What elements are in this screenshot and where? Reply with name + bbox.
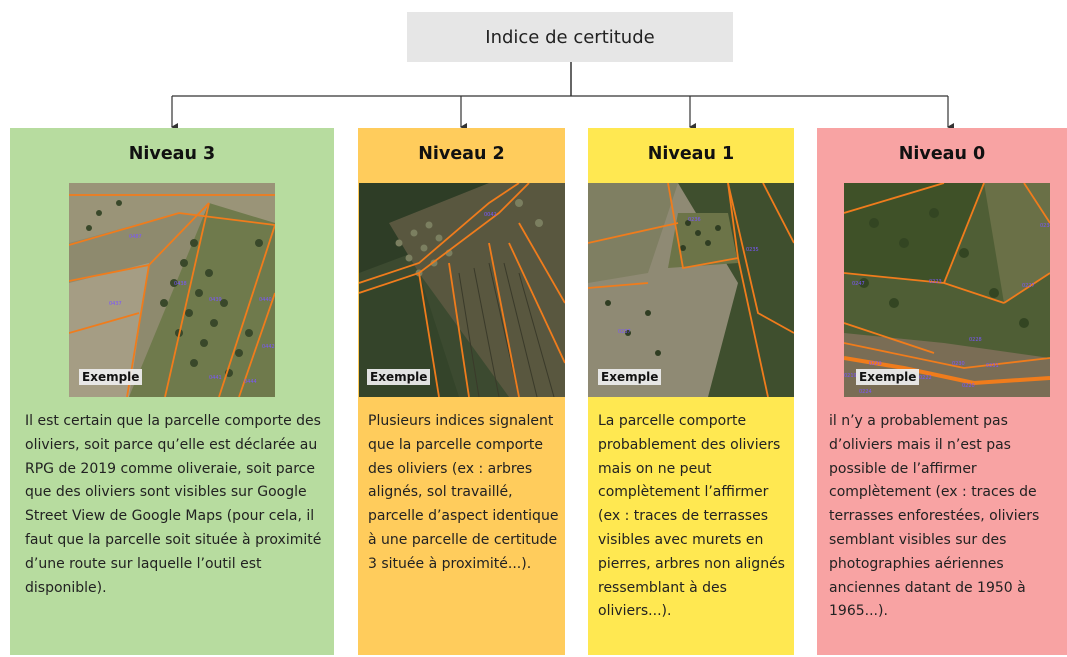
parcel-code: 0441 [209,375,222,381]
aerial-example-image: 0042 Exemple [359,183,565,397]
parcel-code: 0229 [869,361,882,367]
example-label: Exemple [79,369,143,385]
parcel-code: 0231 [986,363,999,369]
parcel-code: 0230 [952,361,965,367]
parcel-code: 0223 [929,279,942,285]
parcel-code: 0440 [259,297,272,303]
level-card-niveau-2: Niveau 2 [358,128,565,655]
level-title: Niveau 2 [418,144,505,164]
parcel-code: 0222 [919,375,932,381]
parcel-code: 0224 [859,389,872,395]
parcel-code: 0247 [852,281,865,287]
level-card-niveau-3: Niveau 3 [10,128,334,655]
aerial-example-image: 0234 0247 0223 0227 0228 0229 0230 0231 … [844,183,1050,397]
parcel-code: 0437 [109,301,122,307]
aerial-example-image: 0236 0235 0237 Exemple [588,183,794,397]
parcel-code: 0219 [844,373,857,379]
parcel-code: 0444 [244,379,257,385]
parcel-code: 0438 [174,281,187,287]
example-label: Exemple [598,369,662,385]
parcel-code: 0220 [962,383,975,389]
level-description: il n’y a probablement pas d’oliviers mai… [829,413,1040,620]
parcel-code: 0237 [618,329,631,335]
example-label: Exemple [856,369,920,385]
parcel-code: 0228 [969,337,982,343]
level-title: Niveau 1 [647,144,735,164]
level-title: Niveau 3 [128,144,216,164]
level-description: Il est certain que la parcelle comporte … [25,413,322,596]
parcel-code: 0235 [746,247,759,253]
aerial-example-image: 0487 0438 0439 0437 0440 0442 0441 0444 … [69,183,275,397]
parcel-code: 0234 [1040,223,1050,229]
root-label: Indice de certitude [485,26,655,48]
level-description: La parcelle comporte probablement des ol… [598,413,785,620]
parcel-code: 0487 [129,234,142,240]
parcel-code: 0227 [1022,283,1035,289]
example-label: Exemple [367,369,431,385]
root-node: Indice de certitude [407,12,733,62]
level-card-niveau-1: Niveau 1 0236 0235 [588,128,794,655]
level-card-niveau-0: Niveau 0 [817,128,1067,655]
parcel-code: 0236 [688,217,701,223]
parcel-code: 0439 [209,297,222,303]
parcel-code: 0442 [262,344,275,350]
parcel-code: 0042 [484,212,497,218]
level-description: Plusieurs indices signalent que la parce… [368,413,559,572]
level-title: Niveau 0 [898,144,986,164]
